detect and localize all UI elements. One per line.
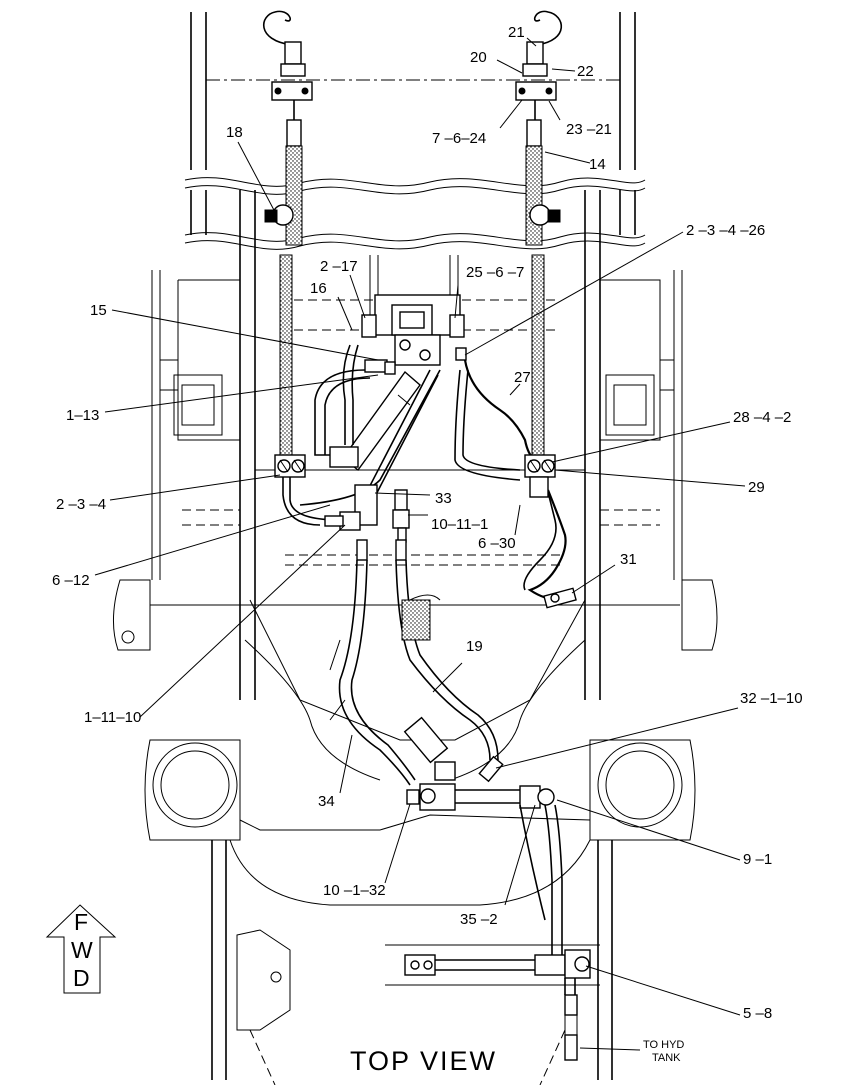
central-hoses: [338, 559, 499, 786]
fwd-letter-w: W: [71, 937, 93, 963]
callout-9-1: 9 –1: [743, 851, 772, 868]
callout-labels: 21 20 22 7 –6–24 23 –21 18 14 2 –3 –4 –2…: [52, 24, 803, 1022]
callout-1-13: 1–13: [66, 407, 99, 424]
tank-note-line1: TO HYD: [643, 1039, 684, 1051]
bottom-assembly: [385, 944, 600, 1061]
callout-28-4-2: 28 –4 –2: [733, 409, 791, 426]
left-tube: [279, 254, 293, 456]
callout-33: 33: [435, 490, 452, 507]
callout-6-12: 6 –12: [52, 572, 90, 589]
callout-14: 14: [589, 156, 606, 173]
callout-29: 29: [748, 479, 765, 496]
frame-rails: [112, 12, 718, 1085]
steering-cylinder: [329, 370, 421, 472]
callout-31: 31: [620, 551, 637, 568]
hydraulic-lines: [282, 344, 567, 602]
right-sensor-31: [543, 587, 577, 609]
callout-27: 27: [514, 369, 531, 386]
callout-21: 21: [508, 24, 525, 41]
right-sensor-assembly: [515, 10, 563, 246]
fwd-letter-d: D: [73, 965, 90, 991]
right-tube: [531, 254, 545, 456]
fwd-letter-f: F: [74, 909, 88, 935]
callout-2-3-4-26: 2 –3 –4 –26: [686, 222, 765, 239]
valve-block: [361, 255, 467, 375]
callout-1-11-10: 1–11–10: [84, 709, 141, 726]
callout-2-17: 2 –17: [320, 258, 358, 275]
callout-15: 15: [90, 302, 107, 319]
manifold: [324, 484, 410, 561]
left-fitting-block: [274, 454, 306, 478]
callout-18: 18: [226, 124, 243, 141]
callout-10-11-1: 10–11–1: [431, 516, 488, 533]
callout-16: 16: [310, 280, 327, 297]
right-fitting-block: [524, 454, 556, 498]
callout-34: 34: [318, 793, 335, 810]
callout-35-2: 35 –2: [460, 911, 498, 928]
callout-23-21: 23 –21: [566, 121, 612, 138]
callout-25-6-7: 25 –6 –7: [466, 264, 524, 281]
callout-19: 19: [466, 638, 483, 655]
callout-2-3-4: 2 –3 –4: [56, 496, 106, 513]
callout-7-6-24: 7 –6–24: [432, 130, 486, 147]
leader-lines: [94, 37, 746, 1051]
callout-5-8: 5 –8: [743, 1005, 772, 1022]
tank-note-line2: TANK: [652, 1052, 681, 1064]
lower-manifold: [406, 755, 563, 955]
forward-arrow-icon: F W D: [45, 904, 117, 994]
callout-6-30: 6 –30: [478, 535, 516, 552]
left-sensor-assembly: [262, 10, 313, 246]
view-title: TOP VIEW: [350, 1046, 497, 1076]
callout-20: 20: [470, 49, 487, 66]
callout-32-1-10: 32 –1–10: [740, 690, 803, 707]
callout-10-1-32: 10 –1–32: [323, 882, 386, 899]
callout-22: 22: [577, 63, 594, 80]
